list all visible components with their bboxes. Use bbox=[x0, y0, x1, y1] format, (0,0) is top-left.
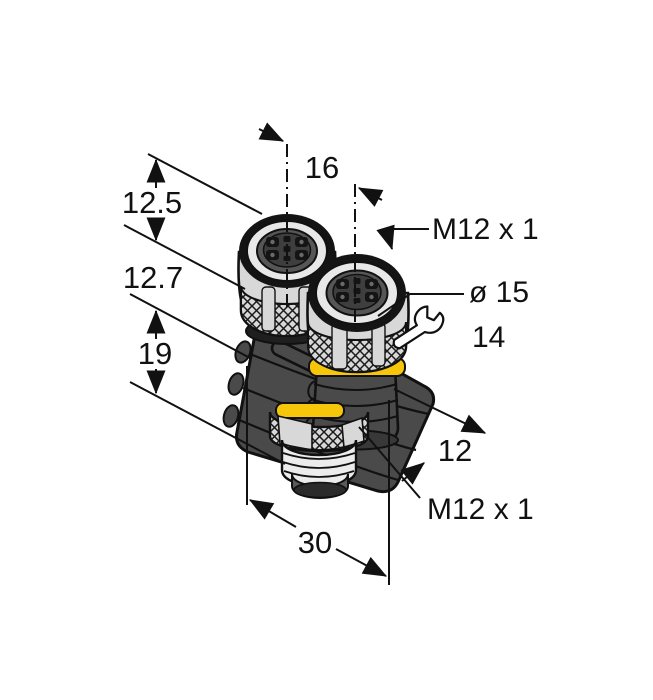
dim-label-12: 12 bbox=[438, 433, 472, 468]
ext-line-a bbox=[147, 153, 263, 215]
ext-line-b bbox=[123, 224, 246, 290]
dim-label-30: 30 bbox=[298, 525, 332, 560]
centerline-arrow-left bbox=[258, 122, 285, 142]
leader-dia-15 bbox=[377, 293, 464, 317]
dim-12-line-lower bbox=[400, 462, 425, 485]
left-socket-insert bbox=[266, 236, 308, 261]
centerline-arrow-right bbox=[357, 187, 384, 207]
body-rib-3 bbox=[238, 418, 399, 482]
ext-line-d bbox=[129, 381, 286, 465]
body-rib-tabs bbox=[222, 340, 252, 428]
male-o-ring bbox=[275, 402, 345, 419]
leader-thread-bottom bbox=[358, 426, 421, 499]
female-connector-right bbox=[306, 254, 410, 377]
label-thread-bottom: M12 x 1 bbox=[427, 493, 534, 526]
wrench-icon bbox=[392, 305, 445, 350]
right-socket-insert bbox=[336, 278, 378, 303]
dim-label-12-5: 12.5 bbox=[122, 185, 182, 220]
dim-label-19: 19 bbox=[138, 336, 172, 371]
dimension-lines bbox=[123, 122, 487, 585]
male-hex-facet-right bbox=[341, 416, 365, 450]
label-thread-top: M12 x 1 bbox=[432, 213, 539, 246]
ext-line-c bbox=[129, 293, 251, 359]
dim-label-16: 16 bbox=[305, 150, 339, 185]
dim-12-line-upper bbox=[393, 388, 487, 434]
leader-thread-top bbox=[376, 224, 429, 251]
male-connector bbox=[268, 402, 370, 500]
label-wrench-14: 14 bbox=[472, 321, 505, 354]
dim-label-12-7: 12.7 bbox=[123, 260, 183, 295]
label-dia-15: ø 15 bbox=[469, 276, 529, 309]
